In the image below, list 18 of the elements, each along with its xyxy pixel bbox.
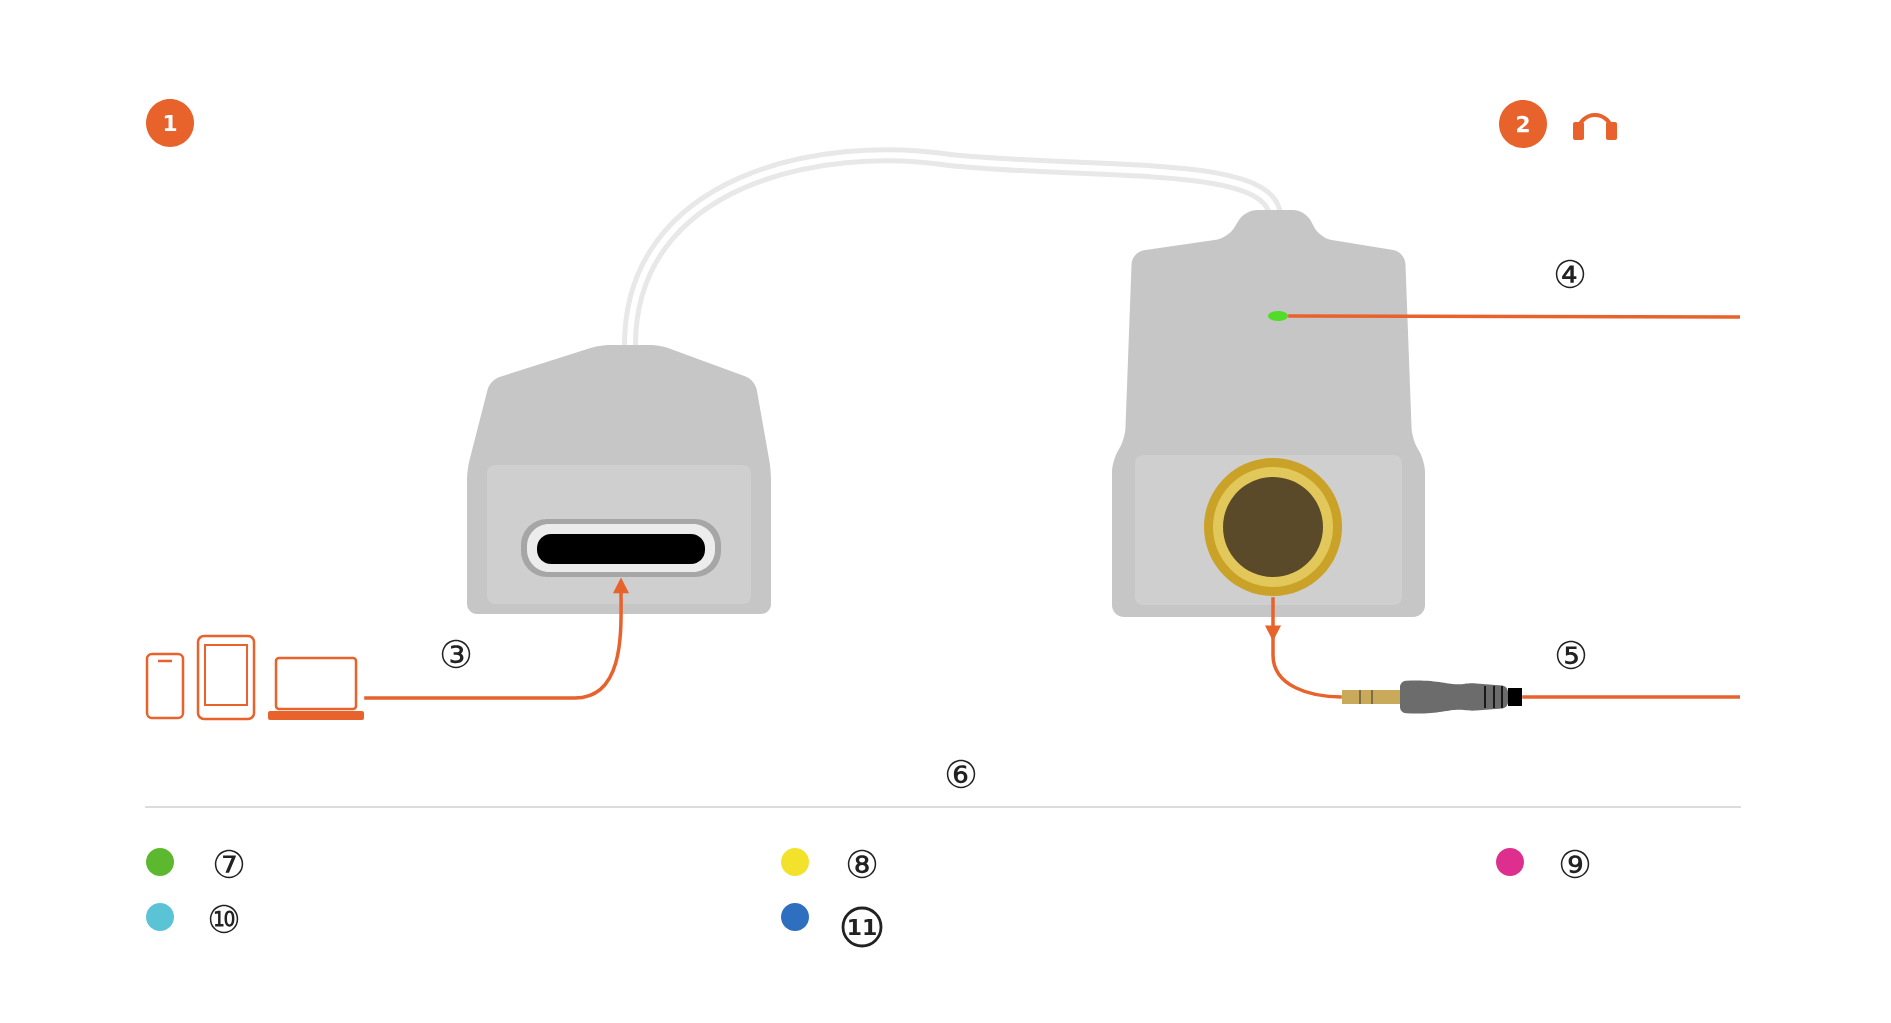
legend-number: ⑦ — [214, 849, 244, 879]
number-badge: 2 — [1499, 100, 1547, 148]
usb-c-port — [521, 519, 721, 577]
indicator-light — [1268, 311, 1288, 321]
number-badge: 1 — [146, 99, 194, 147]
legend-number: ⑨ — [1560, 849, 1590, 879]
legend-number: ⑧ — [847, 849, 877, 879]
audio-plug — [1342, 680, 1522, 714]
legend-number: ⑩ — [209, 904, 239, 934]
callout-number: ③ — [441, 639, 471, 669]
callout-number: ④ — [1555, 259, 1585, 289]
callout-number: ⑤ — [1556, 640, 1586, 670]
leader-line — [1522, 695, 1740, 699]
legend-number: 11 — [841, 906, 883, 948]
leader-line — [1288, 314, 1740, 319]
callout-number: ⑥ — [946, 759, 976, 789]
devices-icon — [145, 634, 364, 721]
headphone-jack — [1204, 458, 1342, 596]
